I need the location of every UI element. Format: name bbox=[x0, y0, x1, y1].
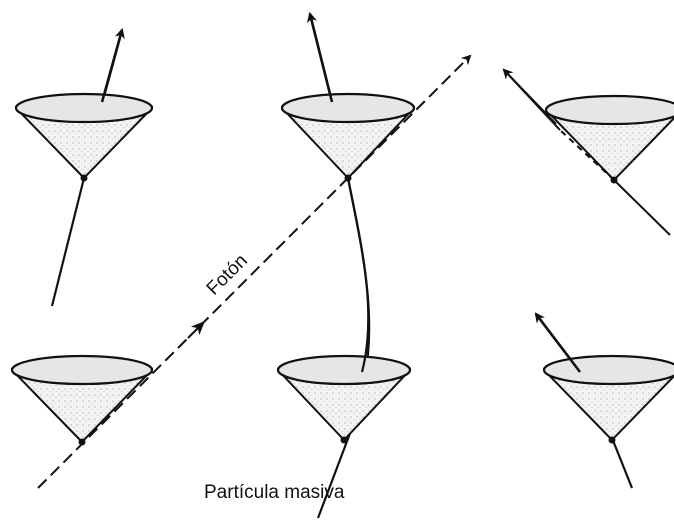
worldline-overlays bbox=[102, 14, 580, 372]
light-cone bbox=[12, 356, 152, 446]
light-cone bbox=[16, 94, 152, 182]
light-cone bbox=[546, 96, 674, 184]
light-cone bbox=[544, 356, 674, 444]
photon-label: Fotón bbox=[203, 250, 252, 299]
massive-particle-label: Partícula masiva bbox=[204, 482, 345, 503]
light-cone bbox=[278, 356, 410, 444]
massive-particle-worldline bbox=[318, 178, 369, 518]
light-cone bbox=[282, 94, 414, 182]
